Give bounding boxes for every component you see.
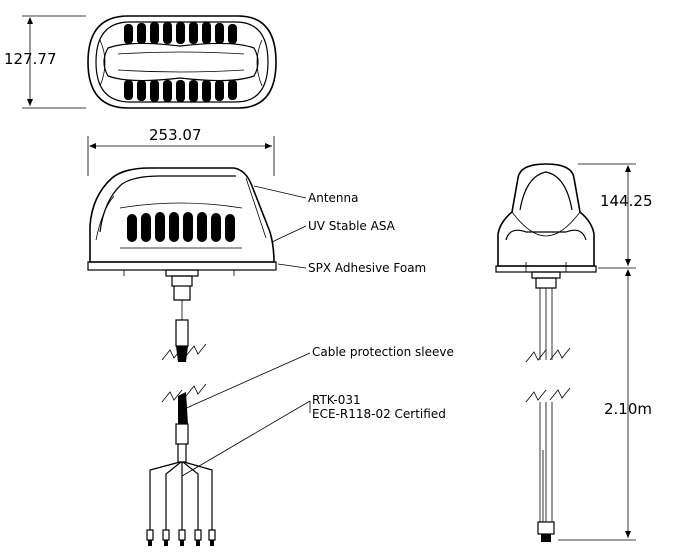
callout-cable-sleeve: Cable protection sleeve <box>312 345 454 359</box>
callout-adhesive-foam: SPX Adhesive Foam <box>308 261 426 275</box>
callout-model-number: RTK-031 <box>312 393 361 407</box>
height-dimension: 144.25 <box>600 192 653 210</box>
depth-dimension: 127.77 <box>4 50 57 68</box>
width-dimension: 253.07 <box>149 126 202 144</box>
bottom-vent-slots <box>124 80 237 102</box>
callout-certification: ECE-R118-02 Certified <box>312 407 446 421</box>
side-view: 144.25 2.10m <box>495 163 653 542</box>
top-vent-slots <box>124 22 237 44</box>
top-view: 127.77 <box>4 15 277 109</box>
cable-length-dimension: 2.10m <box>604 400 652 418</box>
callout-uv-stable: UV Stable ASA <box>308 219 396 233</box>
front-vent-slots <box>127 212 235 242</box>
callout-antenna: Antenna <box>308 191 358 205</box>
cable-fan-out <box>146 461 216 546</box>
front-view: 253.07 <box>87 126 454 546</box>
